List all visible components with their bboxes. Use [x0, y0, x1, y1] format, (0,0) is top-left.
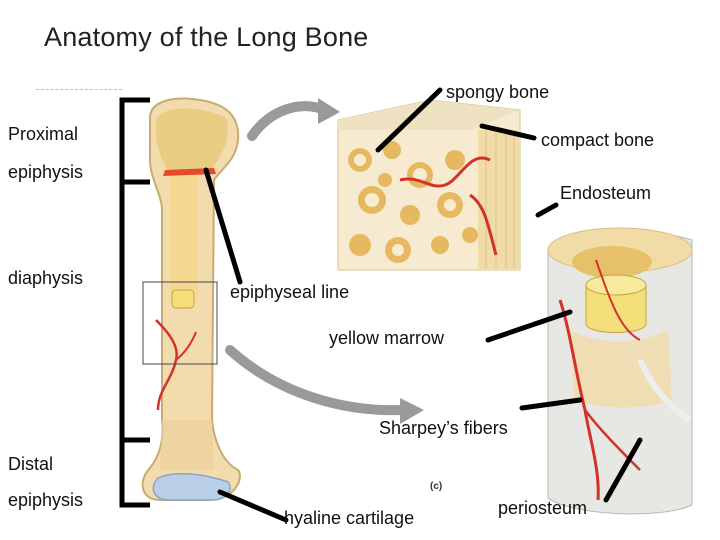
proximal-bracket: [119, 97, 150, 185]
region-brackets: [119, 97, 150, 508]
spongy-block-top: [338, 100, 520, 130]
yellow-marrow-small: [171, 289, 195, 309]
pointer-sharpeys-fibers: [519, 397, 583, 411]
label-endosteum: Endosteum: [560, 183, 652, 203]
yellow-marrow-top: [585, 274, 647, 296]
label-distal: Distal: [8, 454, 54, 474]
yellow-marrow-plug: [585, 284, 647, 333]
page-title: Anatomy of the Long Bone: [44, 22, 369, 52]
label-yellow-marrow: yellow marrow: [329, 328, 445, 348]
diaphysis-bracket: [119, 179, 150, 443]
epiphyseal-line-mark: [163, 168, 216, 176]
pointer-endosteum: [535, 202, 559, 218]
label-spongy-bone: spongy bone: [446, 82, 550, 102]
sharpeys-fibers-strands: [637, 358, 692, 423]
distal-spongy: [160, 420, 214, 470]
spongy-bone-block: [337, 99, 521, 271]
compact-layer: [478, 130, 520, 270]
spongy-vessel-2: [469, 193, 498, 256]
zoom-box: [142, 281, 218, 365]
divider: [36, 89, 122, 90]
periosteum-vessel-2: [584, 409, 641, 471]
medullary-cavity: [170, 174, 198, 294]
label-epiphysis-top: epiphysis: [8, 162, 84, 182]
spongy-ring: [572, 246, 652, 278]
label-epiphysis-bottom: epiphysis: [8, 490, 84, 510]
osteon-lines: [485, 132, 515, 268]
pointer-epiphyseal-line: [203, 167, 243, 285]
label-hyaline-cartilage: hyaline cartilage: [284, 508, 415, 528]
arrow-top: [247, 101, 330, 141]
spongy-vessel-1: [399, 156, 491, 188]
distal-bracket: [119, 437, 150, 508]
arrow-top-head: [318, 98, 340, 124]
cross-section: [547, 227, 693, 515]
periosteum-vessel-1: [558, 299, 600, 501]
bone-vessel-branch: [175, 331, 197, 361]
panel-tag: (c): [430, 481, 443, 492]
pointer-yellow-marrow: [485, 309, 573, 343]
label-epiphyseal-line: epiphyseal line: [230, 282, 350, 302]
label-proximal: Proximal: [8, 124, 79, 144]
spongy-holes: [354, 154, 456, 256]
pointer-lines: [203, 87, 643, 523]
proximal-spongy: [155, 108, 228, 172]
pointer-compact-bone: [479, 123, 537, 141]
pointer-spongy-bone: [375, 87, 443, 153]
label-diaphysis: diaphysis: [8, 268, 84, 288]
pointer-hyaline-cartilage: [217, 489, 289, 523]
arrow-bottom: [225, 345, 407, 416]
arrow-bottom-head: [400, 398, 424, 424]
periosteum-vessel-3: [595, 259, 641, 341]
zoom-arrows: [225, 101, 407, 416]
compact-ring: [570, 330, 672, 408]
long-bone: [141, 97, 241, 501]
label-periosteum: periosteum: [498, 498, 588, 518]
label-sharpeys-fibers: Sharpey’s fibers: [379, 418, 508, 438]
label-compact-bone: compact bone: [541, 130, 655, 150]
pointer-periosteum: [603, 437, 643, 503]
